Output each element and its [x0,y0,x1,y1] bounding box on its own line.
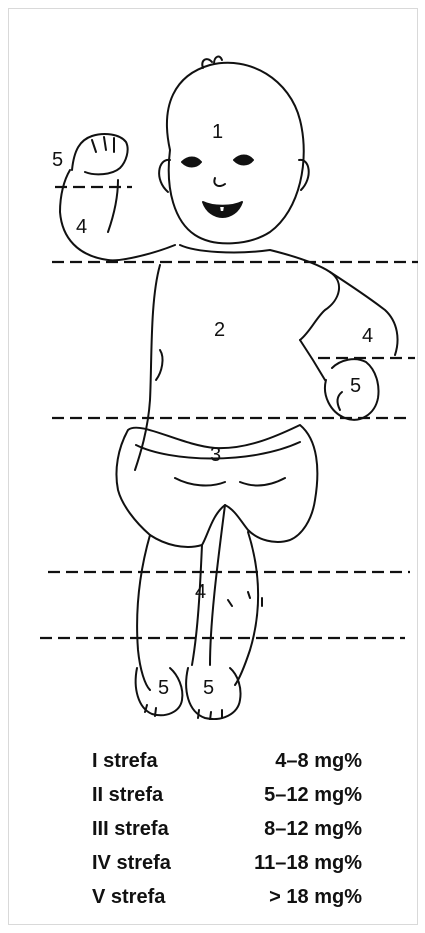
legend-zone: V strefa [92,886,165,909]
lowered-arm-outline [300,272,398,380]
legend-zone: IV strefa [92,852,171,875]
zone-label-lower-legs: 4 [195,581,206,603]
right-eye [182,158,201,167]
right-leg-outline [137,535,202,690]
legend-zone: III strefa [92,818,169,841]
zone-label-right-hand: 5 [52,149,63,171]
legend-zone: II strefa [92,784,163,807]
legend-row: IV strefa 11–18 mg% [92,852,362,886]
legend-row: II strefa 5–12 mg% [92,784,362,818]
legend-range: 11–18 mg% [254,852,362,875]
left-eye [234,156,253,165]
baby-zones-diagram: 1 2 3 4 4 4 5 5 5 5 [0,0,425,720]
toes [145,705,222,720]
zone-label-hips: 3 [210,444,221,466]
belly-line [156,350,163,380]
zone-label-left-hand: 5 [350,375,361,397]
baby-head-outline [167,63,304,244]
legend-range: > 18 mg% [269,886,362,909]
legend-row: III strefa 8–12 mg% [92,818,362,852]
diaper-fold [175,478,285,485]
legend-range: 5–12 mg% [264,784,362,807]
zone-label-left-foot: 5 [158,677,169,699]
nose [214,178,225,186]
zone-label-trunk: 2 [214,319,225,341]
legend-range: 4–8 mg% [275,750,362,773]
thumb [338,392,342,410]
fingers [92,137,114,152]
legend-range: 8–12 mg% [264,818,362,841]
leg-marks [228,592,262,606]
zone-label-right-forearm: 4 [76,216,87,238]
zone-legend: I strefa 4–8 mg% II strefa 5–12 mg% III … [92,750,362,920]
legend-row: V strefa > 18 mg% [92,886,362,920]
legend-zone: I strefa [92,750,158,773]
raised-hand-outline [72,134,128,174]
zone-label-head: 1 [212,121,223,143]
legend-row: I strefa 4–8 mg% [92,750,362,784]
zone-label-left-forearm: 4 [362,325,373,347]
zone-label-right-foot: 5 [203,677,214,699]
tooth [219,206,225,212]
